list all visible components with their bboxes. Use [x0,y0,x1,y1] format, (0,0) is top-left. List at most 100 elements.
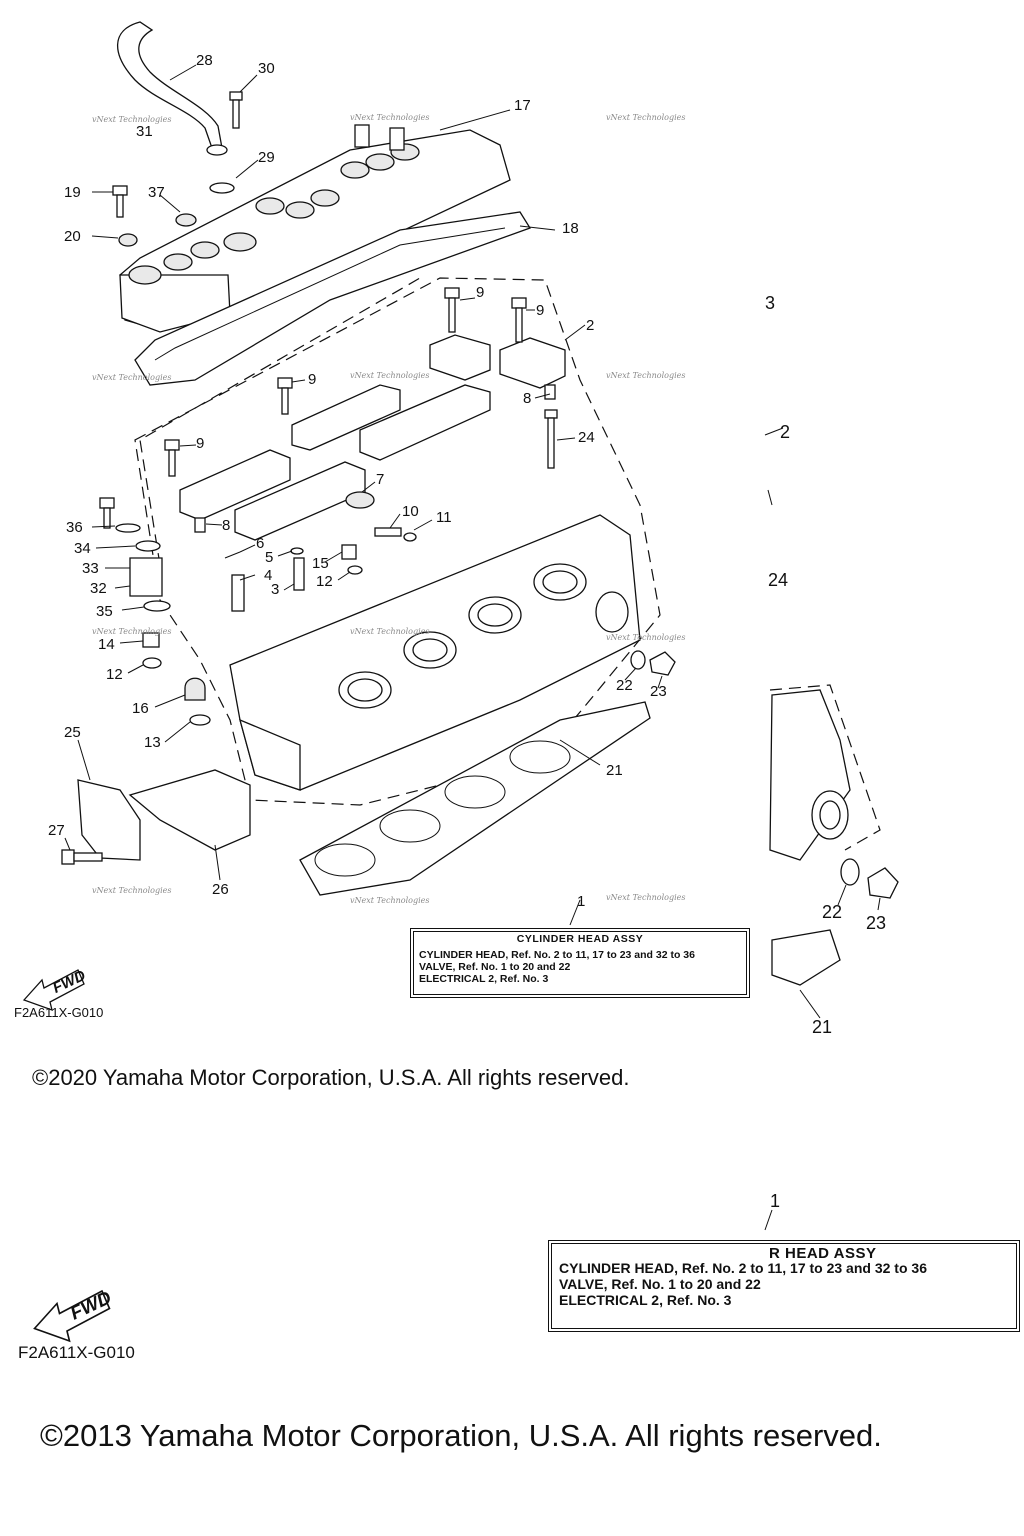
watermark: vNext Technologies [606,893,685,902]
fragment-callout-24: 24 [768,570,788,590]
callout-5: 5 [265,549,273,566]
cap-bolt-part [164,287,527,477]
sleeve-part [129,557,163,597]
diagram-code-enlarged: F2A611X-G010 [18,1343,135,1362]
camshaft-cap-dashed-outline [139,277,421,566]
cylinder-head-assy-box-enlarged: R HEAD ASSY CYLINDER HEAD, Ref. No. 2 to… [548,1240,1020,1332]
cylinder-head-gasket-part [299,701,651,896]
fragment-callout-21: 21 [812,1017,832,1037]
fragment-callout-22: 22 [822,902,842,922]
watermark: vNext Technologies [92,115,171,124]
watermark: vNext Technologies [606,113,685,122]
watermark: vNext Technologies [350,896,429,905]
fragment-callout-2: 2 [780,422,790,442]
oil-filler-cap-part [345,491,375,509]
breather-hose-part [116,21,228,156]
plug-part [175,213,197,227]
head-cover-gasket-part [134,211,531,386]
leader-lines [64,64,881,1231]
callout-37: 37 [148,184,165,201]
callout-12a: 12 [316,573,333,590]
watermark: vNext Technologies [350,627,429,636]
washer-part [630,650,646,670]
callout-16: 16 [132,700,149,717]
callout-29: 29 [258,149,275,166]
callout-13: 13 [144,734,161,751]
cylinder-head-body-part [229,514,641,791]
valve-guide-part [293,557,305,591]
oil-seal-part [290,547,304,555]
assy-line: VALVE, Ref. No. 1 to 20 and 22 [559,1276,761,1292]
o-ring-part [135,540,161,552]
grommet-part [118,233,138,247]
callout-6: 6 [256,535,264,552]
washer-part [115,523,141,533]
cylinder-head-cover-part [119,124,511,333]
assy-line: ELECTRICAL 2, Ref. No. 3 [559,1292,732,1308]
fwd-arrow-icon: FWD [33,1286,115,1343]
watermark: vNext Technologies [350,371,429,380]
callout-24: 24 [578,429,595,446]
diagram-code: F2A611X-G010 [14,1005,104,1020]
watermark: vNext Technologies [606,633,685,642]
watermarks: vNext Technologies vNext Technologies vN… [92,113,685,905]
callout-15: 15 [312,555,329,572]
callout-12b: 12 [106,666,123,683]
callout-8a: 8 [523,390,531,407]
cylinder-head-assy-box: CYLINDER HEAD ASSY CYLINDER HEAD, Ref. N… [410,928,750,998]
plug-bolt-part [649,651,676,676]
callout-30: 30 [258,60,275,77]
callout-21a: 21 [606,762,623,779]
callout-8b: 8 [222,517,230,534]
fwd-arrow-icon: FWD [22,967,88,1012]
callout-25: 25 [64,724,81,741]
callout-28: 28 [196,52,213,69]
head-cover-gasket-inner [154,227,506,361]
washer-part [403,532,417,542]
assy-line: CYLINDER HEAD, Ref. No. 2 to 11, 17 to 2… [419,949,695,961]
callout-31: 31 [136,123,153,140]
callout-3: 3 [271,581,279,598]
dowel-pin-part [194,517,206,533]
callout-32: 32 [90,580,107,597]
o-ring-part [209,182,235,194]
callout-36: 36 [66,519,83,536]
bolt-part [229,91,243,129]
callout-labels: 28 30 31 29 17 19 37 20 18 9 9 2 9 8 24 … [48,52,886,1211]
spring-pin-part [224,551,241,559]
fragment-callout-3: 3 [765,293,775,313]
watermark: vNext Technologies [606,371,685,380]
washer-part [347,565,363,575]
bolt-part [61,849,103,865]
watermark: vNext Technologies [92,886,171,895]
callout-19: 19 [64,184,81,201]
callout-1a: 1 [577,893,585,910]
fragment-callout-1: 1 [770,1191,780,1211]
callout-4: 4 [264,567,272,584]
callout-27: 27 [48,822,65,839]
callout-26: 26 [212,881,229,898]
bolt-part [374,527,402,537]
nut-part [341,544,357,560]
washer-part [189,714,211,726]
washer-part [142,657,162,669]
callout-9d: 9 [196,435,204,452]
watermark: vNext Technologies [92,627,171,636]
callout-9b: 9 [536,302,544,319]
callout-9a: 9 [476,284,484,301]
assy-line: ELECTRICAL 2, Ref. No. 3 [419,973,549,985]
copyright-2020: ©2020 Yamaha Motor Corporation, U.S.A. A… [32,1065,630,1090]
callout-34: 34 [74,540,91,557]
callout-22a: 22 [616,677,633,694]
watermark: vNext Technologies [92,373,171,382]
bolt-part [112,185,128,218]
assy-title: R HEAD ASSY [769,1245,877,1262]
nut-part [142,632,160,648]
callout-10: 10 [402,503,419,520]
cap-nut-part [184,677,206,701]
watermark: vNext Technologies [350,113,429,122]
assy-line: CYLINDER HEAD, Ref. No. 2 to 11, 17 to 2… [559,1260,927,1276]
assy-line: VALVE, Ref. No. 1 to 20 and 22 [419,961,571,973]
camshaft-cap-part [179,334,566,541]
